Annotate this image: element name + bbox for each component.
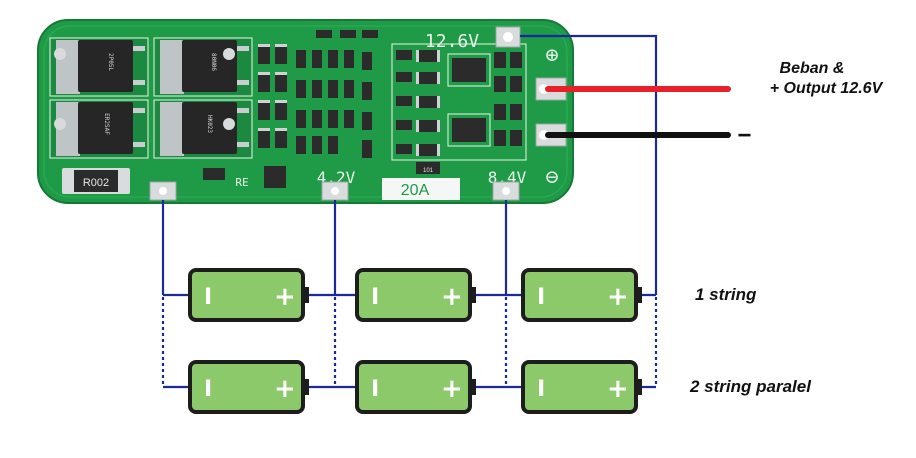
chip-code: ER2SAF [103,113,110,135]
blue-wiring [161,34,658,389]
battery-terminal [470,287,476,303]
battery-cell: I+ [355,268,476,322]
load-label-line1: Beban & [780,60,845,77]
battery-negative-mark: I [371,377,379,402]
battery-positive-mark: + [274,282,296,312]
battery-negative-mark: I [371,285,379,310]
battery-positive-mark: + [441,282,463,312]
label-re: RE [235,176,248,189]
battery-terminal [470,379,476,395]
battery-terminal [636,287,642,303]
battery-negative-mark: I [204,377,212,402]
battery-negative-mark: I [204,285,212,310]
smd-components [203,30,522,188]
battery-cell: I+ [521,268,642,322]
minus-symbol: ⊖ [545,165,558,190]
rating-badge: 20A [382,178,460,200]
chip-code: 101 [423,168,434,174]
battery-terminal [636,379,642,395]
battery-negative-mark: I [537,285,545,310]
string2-label: 2 string paralel [689,377,812,396]
battery-positive-mark: + [607,374,629,404]
label-12v: 12.6V [425,31,479,52]
parallel-dotted-links [161,297,658,387]
chip-code: 80N06 [210,53,217,71]
smd-pads [258,44,440,156]
mosfet-group: 2P05L 80N06 ER2SAF HK023 [49,37,253,159]
load-label-line2: + Output 12.6V [770,80,884,97]
battery-positive-mark: + [441,374,463,404]
sense-resistor: R002 [62,168,130,194]
battery-terminal [303,379,309,395]
negative-label: − [737,122,751,149]
battery-cell: I+ [355,360,476,414]
battery-positive-mark: + [274,374,296,404]
rating-label: 20A [401,182,430,199]
battery-positive-mark: + [607,282,629,312]
sense-resistor-label: R002 [83,177,109,189]
battery-cell: I+ [521,360,642,414]
battery-cell: I+ [188,268,309,322]
string1-label: 1 string [695,285,757,304]
battery-cell: I+ [188,360,309,414]
battery-terminal [303,287,309,303]
battery-negative-mark: I [537,377,545,402]
chip-code: HK023 [206,115,213,133]
bms-board: 2P05L 80N06 ER2SAF HK023 R002 [37,19,574,204]
battery-array: I+I+I+I+I+I+ [188,268,642,414]
chip-code: 2P05L [107,53,114,71]
plus-symbol: ⊕ [545,43,558,68]
